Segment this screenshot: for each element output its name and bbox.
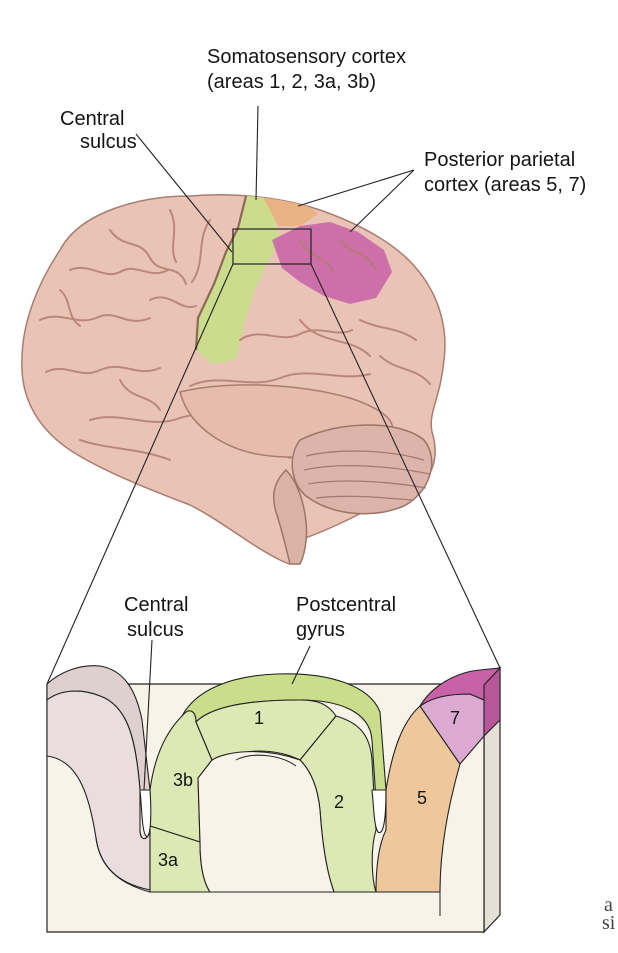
somatosensory-region: [196, 194, 280, 364]
brainstem: [272, 468, 308, 565]
leader-posterior-b: [349, 169, 415, 233]
label-postcentral-line1: Postcentral: [296, 594, 397, 616]
zoom-box: [232, 228, 312, 265]
leader-central-sulcus-bottom: [143, 639, 153, 791]
leader-somatosensory: [255, 105, 259, 201]
area-2-label: 2: [334, 792, 345, 812]
label-posterior-parietal-line2: cortex (areas 5, 7): [424, 174, 587, 196]
label-postcentral-line2: gyrus: [296, 619, 345, 641]
brain-illustration: [21, 194, 446, 565]
projection-line-left: [46, 263, 234, 685]
label-somatosensory-line1: Somatosensory cortex: [207, 46, 406, 68]
projection-line-right: [310, 263, 501, 669]
area-3b-label: 3b: [173, 770, 194, 790]
central-sulcus-fold: [139, 789, 152, 837]
area-1-label: 1: [254, 708, 265, 728]
orange-region: [262, 196, 318, 226]
precentral-section: [46, 690, 151, 891]
area-5-region: [375, 705, 461, 893]
edge-fragment-bottom: si: [602, 912, 616, 934]
label-central-sulcus-top-line1: Central: [60, 108, 125, 130]
leader-central-sulcus-top: [135, 133, 233, 253]
leader-posterior-a: [297, 169, 415, 207]
area-3a-label: 3a: [158, 850, 179, 870]
label-central-sulcus-bottom-line1: Central: [124, 594, 189, 616]
area-5-label: 5: [417, 788, 428, 808]
label-posterior-parietal-line1: Posterior parietal: [424, 149, 576, 171]
cortical-section-block: [46, 665, 502, 934]
leader-postcentral: [291, 645, 311, 685]
label-somatosensory-line2: (areas 1, 2, 3a, 3b): [207, 71, 376, 93]
central-sulcus-groove: [194, 195, 248, 351]
label-central-sulcus-bottom-line2: sulcus: [127, 619, 184, 641]
area-7-label: 7: [450, 708, 461, 728]
label-central-sulcus-top-line2: sulcus: [80, 131, 137, 153]
edge-fragment-top: a: [604, 894, 613, 916]
